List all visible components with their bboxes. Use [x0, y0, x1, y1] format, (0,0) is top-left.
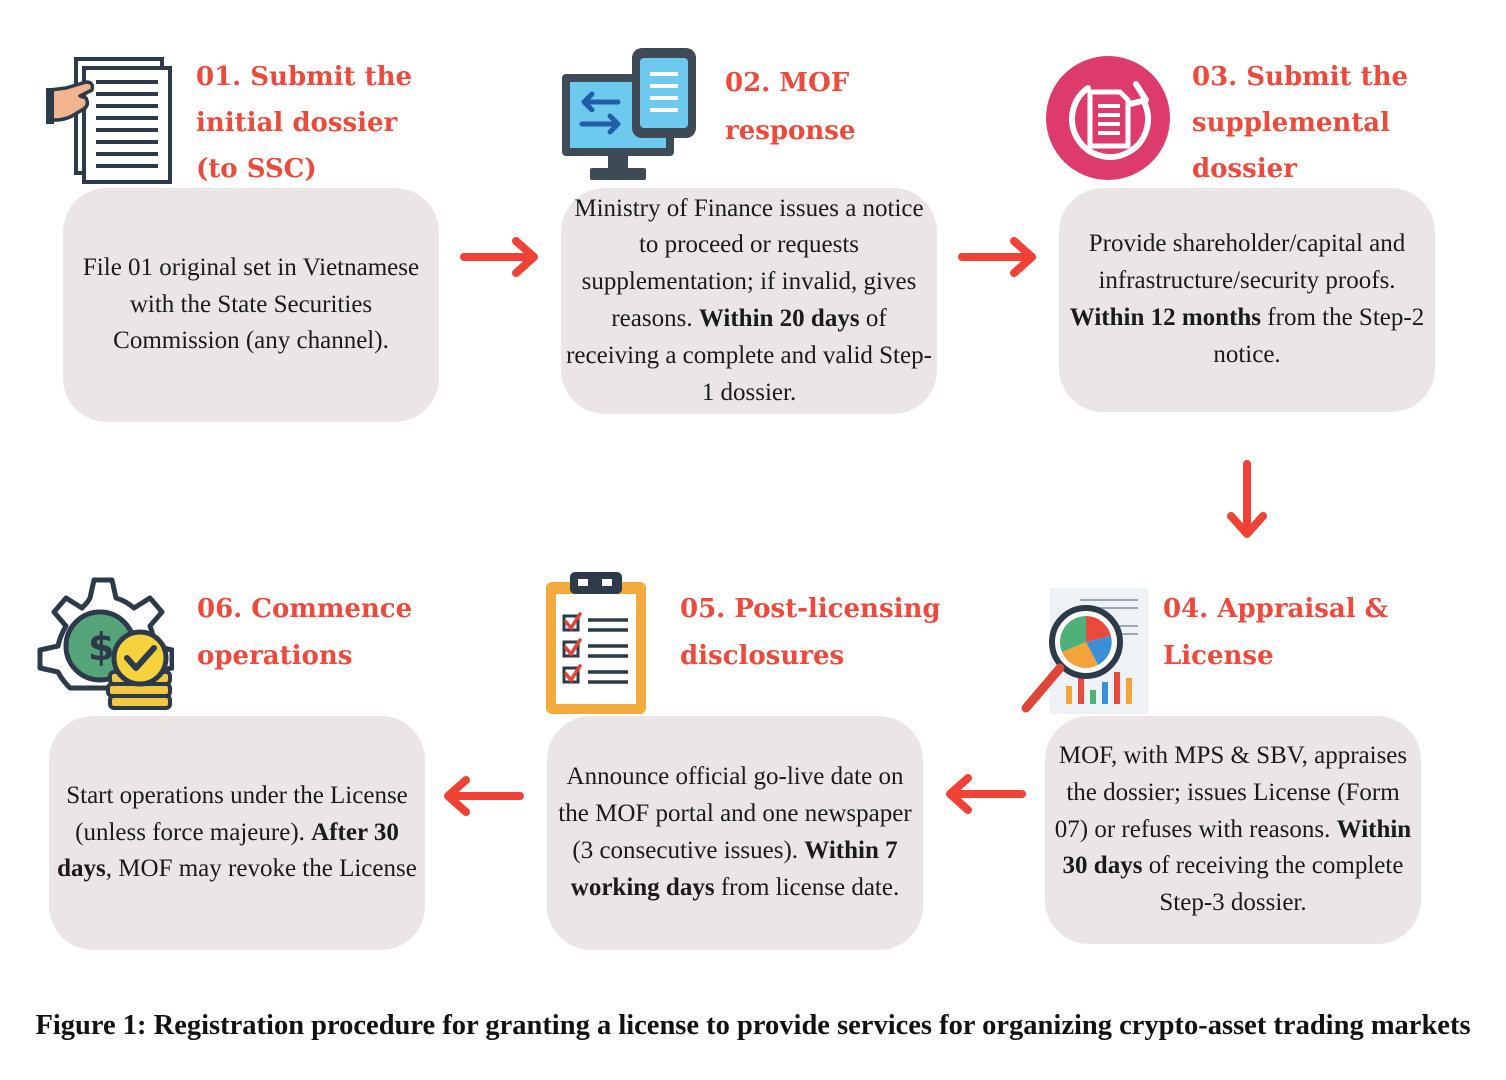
step-01-box: File 01 original set in Vietnamese with … [63, 188, 439, 422]
arrow-down-03-04 [1227, 460, 1267, 538]
step-03-text-1: Provide shareholder/capital and infrastr… [1088, 230, 1406, 295]
step-05-description: Announce official go-live date on the MO… [551, 759, 919, 906]
step-01-title: 01. Submit the initial dossier (to SSC) [196, 54, 412, 192]
step-04-box: MOF, with MPS & SBV, appraises the dossi… [1045, 716, 1421, 944]
step-06-description: Start operations under the License (unle… [53, 778, 421, 888]
document-in-hand-icon [46, 57, 172, 184]
step-02-text-1: Ministry of Finance issues a notice to p… [574, 194, 924, 332]
step-05-title: 05. Post-licensing disclosures [680, 586, 941, 680]
step-04-title-line-1: 04. Appraisal & [1163, 594, 1389, 624]
step-05-title-line-1: 05. Post-licensing [680, 594, 941, 624]
step-04-title-line-2: License [1163, 641, 1274, 671]
arrow-left-05-06 [444, 776, 524, 816]
step-02-text-2: of receiving a complete and valid Step-1… [566, 305, 932, 406]
step-02-box: Ministry of Finance issues a notice to p… [561, 188, 937, 414]
step-02-deadline: Within 20 days [698, 305, 860, 332]
step-04-title: 04. Appraisal & License [1163, 586, 1388, 680]
step-06-title-line-1: 06. Commence [197, 594, 413, 624]
step-04-text-1: MOF, with MPS & SBV, appraises the dossi… [1054, 742, 1408, 843]
step-03-box: Provide shareholder/capital and infrastr… [1059, 188, 1435, 412]
step-06-box: Start operations under the License (unle… [49, 716, 425, 950]
step-05-deadline: Within 7 working days [570, 837, 898, 901]
step-03-deadline: Within 12 months [1069, 304, 1262, 331]
magnifier-chart-icon [1021, 588, 1148, 714]
step-05-text-1: Announce official go-live date on the MO… [558, 763, 912, 864]
step-03-description: Provide shareholder/capital and infrastr… [1063, 226, 1431, 373]
arrow-right-02-03 [958, 237, 1036, 277]
step-06-deadline: After 30 days [57, 818, 399, 883]
step-05-title-line-2: disclosures [680, 641, 845, 671]
step-06-text-1: Start operations under the License (unle… [66, 781, 408, 846]
step-03-title-line-1: 03. Submit the [1192, 62, 1409, 92]
step-01-title-line-2: initial dossier [196, 108, 398, 138]
arrow-right-01-02 [460, 237, 538, 277]
step-04-text-2: of receiving the complete Step-3 dossier… [1142, 852, 1404, 917]
step-05-box: Announce official go-live date on the MO… [547, 716, 923, 950]
document-refresh-icon [1046, 56, 1170, 180]
step-02-description: Ministry of Finance issues a notice to p… [565, 191, 933, 412]
step-03-title-line-2: supplemental [1192, 108, 1391, 138]
step-02-title-line-1: 02. MOF [725, 68, 850, 98]
step-03-title: 03. Submit the supplemental dossier [1192, 54, 1408, 192]
clipboard-checklist-icon [546, 572, 646, 714]
gear-coin-check-icon: $ [37, 577, 174, 710]
step-02-title-line-2: response [725, 116, 856, 146]
step-01-text-1: File 01 original set in Vietnamese with … [82, 253, 420, 355]
step-02-title: 02. MOF response [725, 59, 855, 155]
figure-caption: Figure 1: Registration procedure for gra… [35, 1010, 1471, 1041]
svg-text:$: $ [88, 625, 114, 669]
computer-phone-transfer-icon [562, 48, 696, 180]
step-05-text-2: from license date. [714, 873, 900, 901]
step-04-deadline: Within 30 days [1062, 815, 1412, 880]
step-01-title-line-1: 01. Submit the [196, 62, 413, 92]
step-01-description: File 01 original set in Vietnamese with … [67, 250, 435, 360]
step-03-text-2: from the Step-2 notice. [1213, 304, 1425, 368]
step-01-title-line-3: (to SSC) [196, 154, 317, 184]
step-03-title-line-3: dossier [1192, 154, 1297, 184]
step-06-title: 06. Commence operations [197, 586, 412, 680]
step-04-description: MOF, with MPS & SBV, appraises the dossi… [1049, 738, 1417, 922]
arrow-left-04-05 [946, 774, 1026, 814]
step-06-text-2: , MOF may revoke the License [105, 855, 417, 883]
step-06-title-line-2: operations [197, 641, 353, 671]
